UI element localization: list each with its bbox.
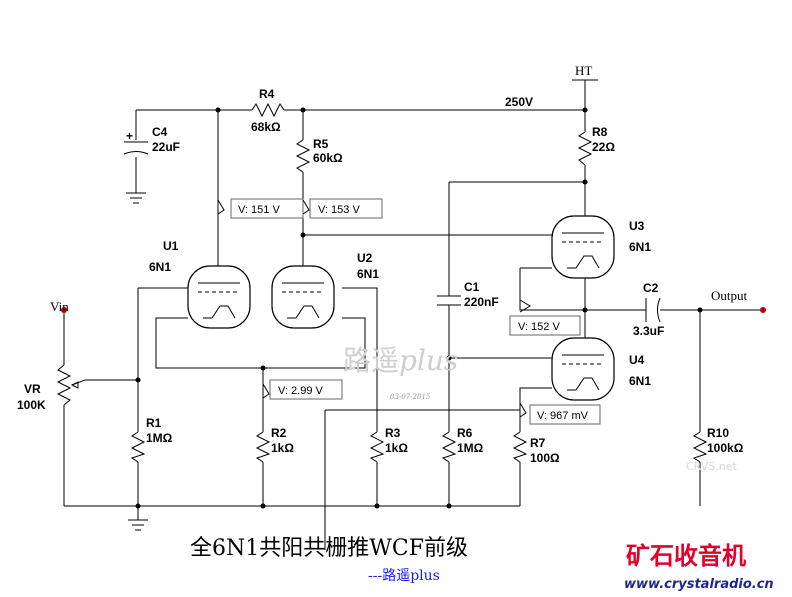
vin-terminal [61,307,67,313]
probe-r5: V: 153 V [302,198,383,219]
u2-ref: U2 [357,251,373,265]
r5-value: 60kΩ [313,151,343,165]
r7-ref: R7 [530,436,546,450]
r1-ref: R1 [146,416,162,430]
vr-value: 100K [17,398,46,412]
tube-u3 [551,215,615,279]
r2-value: 1kΩ [271,441,294,455]
probe-label: V: 967 mV [537,410,589,422]
r8-ref: R8 [592,125,608,139]
resistor-r6 [441,431,457,463]
c2-value: 3.3uF [633,324,664,338]
author-credit: ---路遥plus [368,568,440,584]
r10-value: 100kΩ [707,441,744,455]
probe-u4-cathode: V: 967 mV [519,402,601,425]
r5-ref: R5 [313,137,329,151]
probe-u3-grid: V: 152 V [509,299,581,336]
r8-value: 22Ω [592,140,615,154]
junctions [135,107,703,509]
c1-value: 220nF [464,295,499,309]
rail-voltage: 250V [505,95,533,109]
terminals [61,307,766,313]
probe-label: V: 151 V [238,204,280,216]
component-labels: HT 250V + C4 22uF R4 68kΩ R5 60kΩ R8 22Ω… [17,63,748,465]
capacitors [123,141,661,323]
r6-ref: R6 [457,426,473,440]
probe-u1-plate: V: 151 V [217,198,304,219]
resistor-r3 [369,431,385,463]
u2-value: 6N1 [357,267,379,281]
r3-value: 1kΩ [385,441,408,455]
logo-faint-text: CRVS.net [686,460,737,473]
u4-value: 6N1 [629,374,651,388]
probe-label: V: 2.99 V [278,385,324,397]
u4-ref: U4 [629,353,645,367]
resistors [56,102,708,463]
c4-ref: C4 [152,125,168,139]
c4-polarity: + [126,129,133,143]
c2-ref: C2 [643,281,659,295]
resistor-r4 [251,102,285,118]
u3-ref: U3 [629,219,645,233]
logo-name: 矿石收音机 [626,542,746,570]
output-label: Output [711,288,748,303]
watermark-cn: 路遥 [343,344,399,377]
probe-label: V: 153 V [318,204,360,216]
output-terminal [760,307,766,313]
tube-u1 [187,265,251,329]
potentiometer-vr [56,364,72,406]
u1-ref: U1 [163,239,179,253]
r7-value: 100Ω [530,451,560,465]
r3-ref: R3 [385,426,401,440]
resistor-r5 [295,139,311,173]
r2-ref: R2 [271,426,287,440]
tube-u4 [551,337,615,401]
resistor-r8 [577,131,593,166]
resistor-r1 [130,431,146,463]
vin-label: Vin [50,299,69,314]
r10-ref: R10 [707,426,729,440]
watermark-date: 03-07-2015 [390,393,431,401]
r6-value: 1MΩ [457,441,484,455]
c1-ref: C1 [464,280,480,294]
voltage-probes: V: 151 V V: 153 V V: 2.99 V V: 152 V V: … [217,198,601,425]
probe-label: V: 152 V [518,321,560,333]
c4-value: 22uF [152,140,180,154]
diagram-title: 全6N1共阳共栅推WCF前级 [190,536,468,561]
site-logo: CRVS.net 矿石收音机 www.crystalradio.cn [624,460,774,592]
capacitor-c1 [437,295,461,306]
tube-u2 [271,265,335,329]
r4-value: 68kΩ [251,120,281,134]
watermark-latin: plus [399,344,458,377]
probe-cathode-u1: V: 2.99 V [262,379,343,400]
vr-ref: VR [24,382,41,396]
logo-url: www.crystalradio.cn [624,577,774,592]
ht-label: HT [575,63,592,78]
u3-value: 6N1 [629,240,651,254]
resistor-r7 [512,431,528,463]
capacitor-c2 [645,297,661,323]
wires [63,79,763,550]
capacitor-c4 [123,141,149,155]
r4-ref: R4 [259,87,275,101]
r1-value: 1MΩ [146,431,173,445]
u1-value: 6N1 [149,260,171,274]
resistor-r2 [255,431,271,463]
resistor-r10 [692,431,708,463]
vacuum-tubes [187,215,615,401]
watermark: 路遥 plus 03-07-2015 [343,344,458,401]
